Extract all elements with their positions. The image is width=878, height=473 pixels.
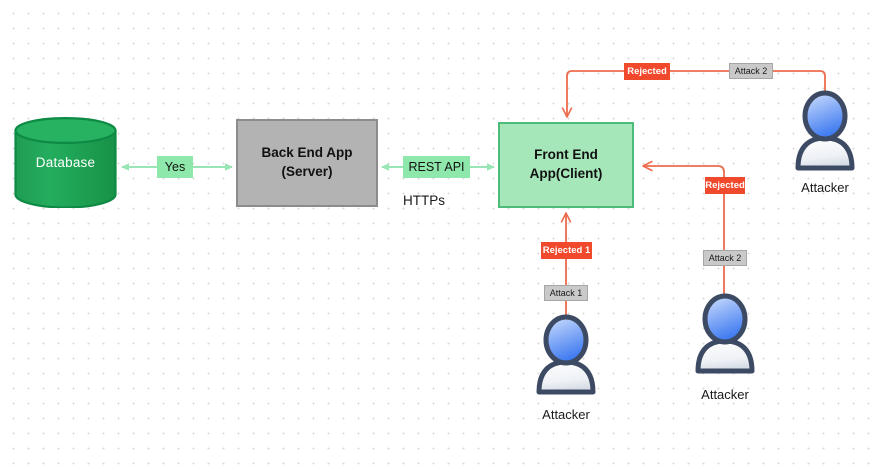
edge-label-rest-api[interactable]: REST API: [403, 156, 470, 178]
user-icon: [695, 293, 755, 374]
node-database[interactable]: Database: [14, 117, 117, 208]
edge-label-yes[interactable]: Yes: [157, 156, 193, 178]
database-cylinder-icon: [14, 117, 117, 208]
user-icon: [795, 90, 855, 171]
edge-label-https: HTTPs: [403, 193, 445, 208]
edge-label-rejected-bottom[interactable]: Rejected 1: [541, 242, 592, 259]
attacker-top-right-label: Attacker: [801, 180, 849, 195]
edge-label-rejected-top[interactable]: Rejected: [624, 63, 670, 80]
backend-label-line1: Back End App: [261, 145, 353, 161]
attacker-top-right-icon[interactable]: [792, 88, 858, 172]
edge-label-attack-bottom[interactable]: Attack 1: [544, 285, 588, 301]
backend-label-line2: (Server): [281, 164, 333, 179]
edge-label-rejected-right[interactable]: Rejected: [705, 177, 745, 194]
frontend-label-line1: Front End: [534, 147, 598, 163]
user-icon: [536, 314, 596, 395]
edge-attacker-top-to-frontend: [567, 70, 826, 116]
attacker-bottom-center-label: Attacker: [542, 407, 590, 422]
attacker-bottom-right-icon[interactable]: [692, 291, 758, 375]
frontend-label-line2: App(Client): [529, 166, 603, 181]
node-frontend-app[interactable]: Front End App(Client): [498, 122, 634, 208]
attacker-bottom-center-icon[interactable]: [533, 312, 599, 396]
edge-label-attack-right[interactable]: Attack 2: [703, 250, 747, 266]
edge-label-attack-top[interactable]: Attack 2: [729, 63, 773, 79]
database-label: Database: [35, 155, 96, 170]
attacker-bottom-right-label: Attacker: [701, 387, 749, 402]
node-backend-app[interactable]: Back End App (Server): [236, 119, 378, 207]
